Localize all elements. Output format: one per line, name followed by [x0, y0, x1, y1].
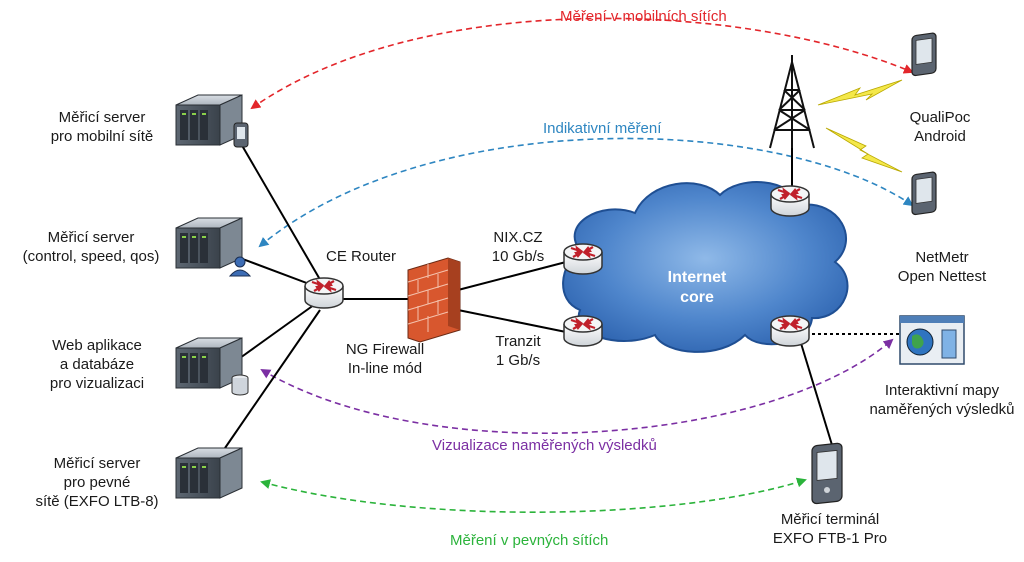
ce-router-label: CE Router: [325, 248, 397, 265]
server-control-label: Měřicí server(control, speed, qos): [22, 229, 160, 265]
mobile-measurement-arrow: [250, 17, 914, 110]
visualization-arrow: [260, 338, 894, 435]
mobile-measurement-title: Měření v mobilních sítích: [560, 8, 727, 25]
internet-cloud: [562, 181, 849, 353]
server-user-icon: [175, 217, 252, 277]
firewall-icon: [407, 257, 461, 343]
fixed-measurement-title: Měření v pevných sítích: [450, 532, 609, 549]
indicative-measurement-arrow: [258, 137, 914, 248]
nix-router-icon: [562, 242, 604, 276]
core-router-top-icon: [769, 184, 811, 218]
fixed-measurement-arrow: [260, 477, 807, 513]
server-icon: [175, 447, 243, 499]
server-database-icon: [175, 337, 249, 396]
wireless-signal-icon: [817, 79, 903, 106]
qualipoc-phone-icon: [911, 32, 937, 77]
interactive-maps-window-icon: [899, 315, 965, 365]
cell-tower-icon: [769, 55, 815, 149]
transit-router-icon: [562, 314, 604, 348]
visualization-title: Vizualizace naměřených výsledků: [432, 437, 657, 454]
server-phone-icon: [175, 94, 249, 148]
exfo-terminal-icon: [811, 442, 843, 505]
wireless-signal-icon: [825, 127, 903, 173]
indicative-measurement-title: Indikativní měření: [543, 120, 662, 137]
netmetr-phone-icon: [911, 171, 937, 216]
core-router-bottom-icon: [769, 314, 811, 348]
ce-router-icon: [303, 276, 345, 310]
